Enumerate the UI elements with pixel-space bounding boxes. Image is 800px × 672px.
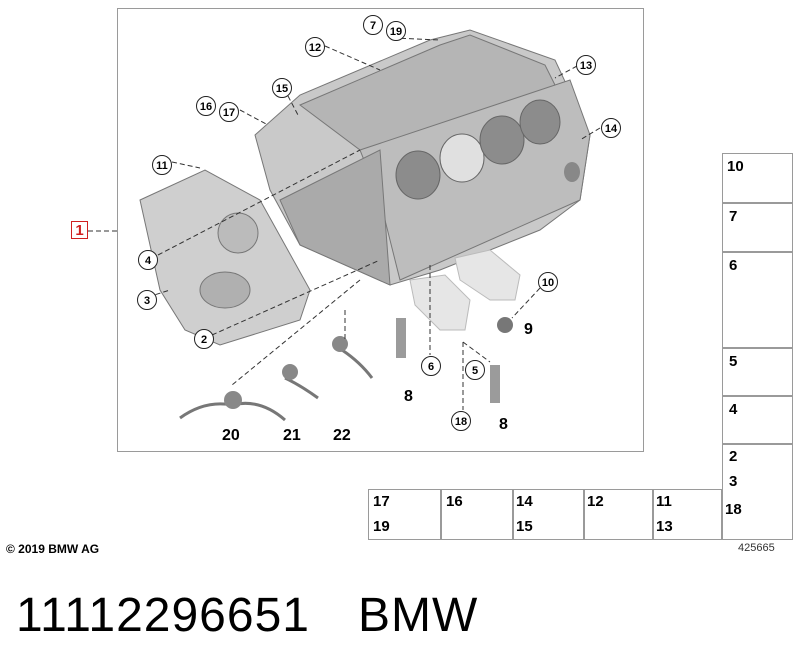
side-cell-label: 4 bbox=[729, 401, 738, 418]
callout-11: 11 bbox=[152, 155, 172, 175]
callout-18: 18 bbox=[451, 411, 471, 431]
callout-17: 17 bbox=[219, 102, 239, 122]
callout-14: 14 bbox=[601, 118, 621, 138]
part-number: 11112296651 bbox=[16, 589, 310, 642]
bottom-cell-17-19: 17 19 bbox=[368, 489, 441, 540]
bottom-cell-label: 13 bbox=[656, 518, 673, 535]
bottom-cell-14-15: 14 15 bbox=[513, 489, 584, 540]
side-cell-label: 3 bbox=[729, 473, 738, 490]
brand-name: BMW bbox=[358, 589, 479, 642]
callout-10: 10 bbox=[538, 272, 558, 292]
main-part-label: 1 bbox=[71, 221, 88, 239]
callout-2: 2 bbox=[194, 329, 214, 349]
image-id: 425665 bbox=[738, 542, 775, 554]
side-cell-label: 7 bbox=[729, 208, 738, 225]
bottom-cell-label: 19 bbox=[373, 518, 390, 535]
side-cell-label: 6 bbox=[729, 257, 738, 274]
callout-4: 4 bbox=[138, 250, 158, 270]
side-cell-label: 10 bbox=[727, 158, 744, 175]
copyright: © 2019 BMW AG bbox=[6, 542, 100, 556]
bottom-cell-12: 12 bbox=[584, 489, 653, 540]
callout-5: 5 bbox=[465, 360, 485, 380]
side-cell-10: 10 bbox=[722, 153, 793, 203]
side-cell-5: 5 bbox=[722, 348, 793, 396]
callout-7: 7 bbox=[363, 15, 383, 35]
label-21: 21 bbox=[283, 427, 301, 444]
side-cell-7: 7 bbox=[722, 203, 793, 252]
diagram-frame bbox=[117, 8, 644, 452]
side-cell-label: 18 bbox=[725, 501, 742, 518]
side-cell-label: 5 bbox=[729, 353, 738, 370]
callout-6: 6 bbox=[421, 356, 441, 376]
bottom-cell-label: 16 bbox=[446, 493, 463, 510]
callout-12: 12 bbox=[305, 37, 325, 57]
side-cell-6: 6 bbox=[722, 252, 793, 348]
bottom-cell-label: 12 bbox=[587, 493, 604, 510]
bottom-cell-label: 14 bbox=[516, 493, 533, 510]
side-cell-label: 2 bbox=[729, 448, 738, 465]
callout-16: 16 bbox=[196, 96, 216, 116]
engine-block-drawing bbox=[139, 29, 591, 422]
label-22: 22 bbox=[333, 427, 351, 444]
label-20: 20 bbox=[222, 427, 240, 444]
callout-19: 19 bbox=[386, 21, 406, 41]
leader-lines bbox=[88, 37, 601, 410]
bottom-cell-11-13: 11 13 bbox=[653, 489, 722, 540]
callout-13: 13 bbox=[576, 55, 596, 75]
side-cell-2-3-18: 2 3 18 bbox=[722, 444, 793, 540]
callout-3: 3 bbox=[137, 290, 157, 310]
bottom-cell-label: 15 bbox=[516, 518, 533, 535]
bottom-cell-16: 16 bbox=[441, 489, 513, 540]
bottom-cell-label: 17 bbox=[373, 493, 390, 510]
label-8-left: 8 bbox=[404, 388, 413, 405]
callout-15: 15 bbox=[272, 78, 292, 98]
side-cell-4: 4 bbox=[722, 396, 793, 444]
bottom-cell-label: 11 bbox=[656, 493, 672, 510]
label-8-right: 8 bbox=[499, 416, 508, 433]
label-9: 9 bbox=[524, 321, 533, 338]
